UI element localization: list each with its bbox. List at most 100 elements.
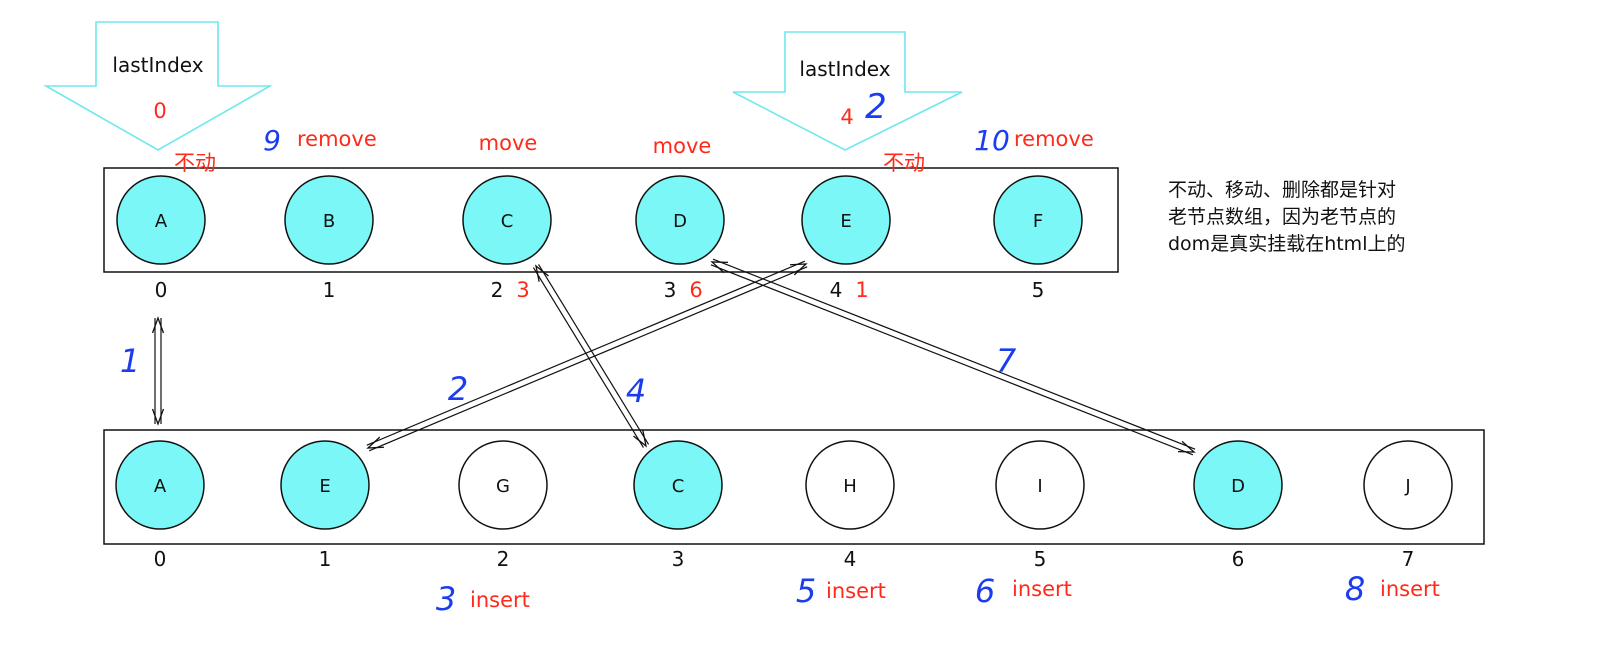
arrow-head: [710, 261, 729, 274]
new-node-c: C3: [633, 440, 723, 571]
node-new-index: 6: [689, 278, 702, 302]
node-index: 4: [844, 547, 857, 571]
pointer-value: 4: [840, 105, 853, 129]
step-number: 10: [974, 124, 1010, 157]
node-label: E: [840, 211, 851, 232]
node-new-index: 1: [855, 278, 868, 302]
node-index: 2: [491, 278, 504, 302]
new-node-a: A0: [115, 440, 205, 571]
new-row-frame: [103, 429, 1485, 545]
node-index: 2: [497, 547, 510, 571]
node-circle: [115, 440, 205, 530]
old-node-b: B1: [284, 175, 374, 302]
node-circle: [116, 175, 206, 265]
node-circle: [280, 440, 370, 530]
node-label: D: [1231, 476, 1245, 497]
old-node-f: F5: [993, 175, 1083, 302]
node-circle: [805, 440, 895, 530]
step-number: 8: [1345, 570, 1365, 608]
pointer-left: lastIndex 0: [42, 21, 274, 151]
link-a: 1: [120, 316, 165, 426]
new-node-e: E1: [280, 440, 370, 571]
node-index: 0: [155, 278, 168, 302]
node-label: E: [319, 476, 330, 497]
new-node-j: J7: [1363, 440, 1453, 571]
step-number: 1: [120, 342, 140, 380]
node-index: 6: [1232, 547, 1245, 571]
new-node-g: G2: [458, 440, 548, 571]
node-label: F: [1033, 211, 1043, 232]
link-line: [368, 266, 808, 452]
pointer-value-handwritten: 2: [865, 87, 887, 127]
pointer-arrow-shape: [732, 31, 963, 151]
node-index: 5: [1032, 278, 1045, 302]
pointer-label: lastIndex: [112, 53, 203, 77]
node-circle: [458, 440, 548, 530]
new-node-d: D6: [1193, 440, 1283, 571]
step-number: 9: [263, 124, 281, 157]
node-circle: [284, 175, 374, 265]
note-line: dom是真实挂载在html上的: [1168, 233, 1405, 255]
node-label: C: [501, 211, 514, 232]
link-d: 7: [710, 258, 1196, 456]
node-index: 3: [664, 278, 677, 302]
pointer-value: 0: [153, 99, 166, 123]
step-number: 3: [436, 580, 456, 618]
old-node-tag: remove: [297, 127, 377, 151]
node-new-index: 3: [516, 278, 529, 302]
note: 不动、移动、删除都是针对 老节点数组，因为老节点的 dom是真实挂载在html上…: [1168, 179, 1405, 255]
link-line: [710, 264, 1194, 456]
node-label: D: [673, 211, 687, 232]
step-number: 2: [448, 370, 468, 408]
node-label: A: [154, 476, 167, 497]
node-index: 7: [1402, 547, 1415, 571]
step-number: 7: [996, 342, 1017, 380]
node-circle: [1363, 440, 1453, 530]
node-index: 1: [323, 278, 336, 302]
step-number: 5: [796, 572, 816, 610]
pointer-label: lastIndex: [799, 57, 890, 81]
node-circle: [1193, 440, 1283, 530]
new-node-tag: insert: [1012, 577, 1072, 601]
link-line: [712, 258, 1196, 450]
node-circle: [993, 175, 1083, 265]
step-number: 6: [975, 572, 995, 610]
node-label: I: [1037, 476, 1042, 497]
old-node-tag: move: [479, 131, 538, 155]
link-line: [532, 267, 644, 448]
step-number: 4: [626, 372, 646, 410]
arrow-head: [535, 264, 549, 282]
node-index: 0: [154, 547, 167, 571]
old-row-frame: [103, 167, 1119, 273]
new-node-i: I5: [995, 440, 1085, 571]
node-index: 3: [672, 547, 685, 571]
node-index: 5: [1034, 547, 1047, 571]
new-node-h: H4: [805, 440, 895, 571]
arrow-head: [151, 316, 165, 334]
old-node-tag: 不动: [883, 151, 925, 175]
new-node-tag: insert: [826, 579, 886, 603]
arrow-head: [789, 263, 808, 276]
new-node-tag: insert: [470, 588, 530, 612]
arrow-head: [366, 436, 385, 449]
node-circle: [995, 440, 1085, 530]
node-index: 4: [830, 278, 843, 302]
node-index: 1: [319, 547, 332, 571]
link-line: [538, 264, 650, 445]
node-circle: [462, 175, 552, 265]
node-circle: [635, 175, 725, 265]
arrow-head: [151, 408, 165, 426]
node-label: G: [496, 476, 510, 497]
node-circle: [633, 440, 723, 530]
old-node-tag: remove: [1014, 127, 1094, 151]
node-label: C: [672, 476, 685, 497]
link-e: 2: [366, 260, 808, 452]
link-c: 4: [532, 264, 650, 448]
new-node-tag: insert: [1380, 577, 1440, 601]
note-line: 老节点数组，因为老节点的: [1168, 206, 1396, 228]
node-label: A: [155, 211, 168, 232]
